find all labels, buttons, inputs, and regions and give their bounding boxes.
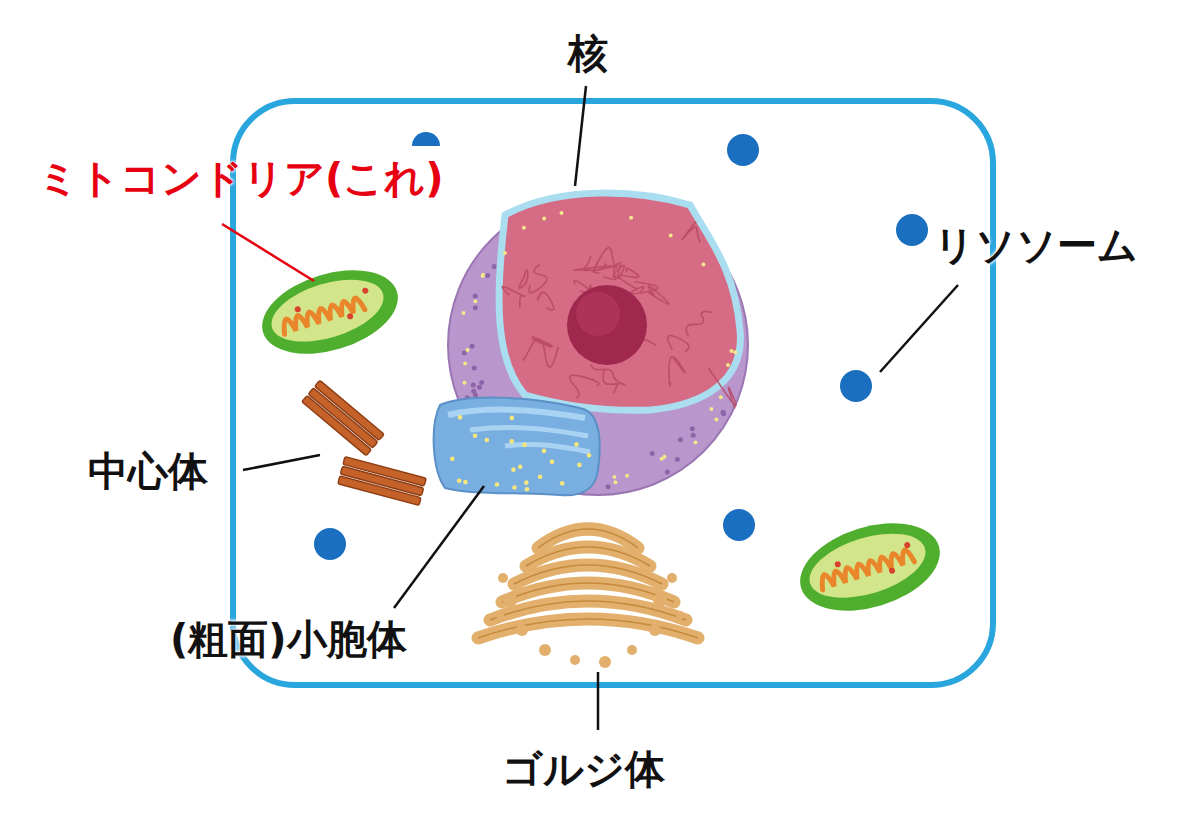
- golgi-body: [478, 529, 698, 668]
- mitochondrion: [789, 508, 950, 627]
- mitochondria-label: ミトコンドリア(これ): [38, 155, 444, 201]
- centriole-label: 中心体: [88, 448, 208, 494]
- nucleus-label: 核: [568, 30, 608, 76]
- er-label: (粗面)小胞体: [170, 616, 407, 662]
- mitochondrion: [252, 255, 408, 369]
- centriole: [302, 380, 426, 505]
- golgi-label: ゴルジ体: [502, 746, 665, 792]
- leader-line: [222, 224, 314, 281]
- lysosome-label: リソソーム: [934, 222, 1138, 268]
- rough-er: [434, 398, 600, 496]
